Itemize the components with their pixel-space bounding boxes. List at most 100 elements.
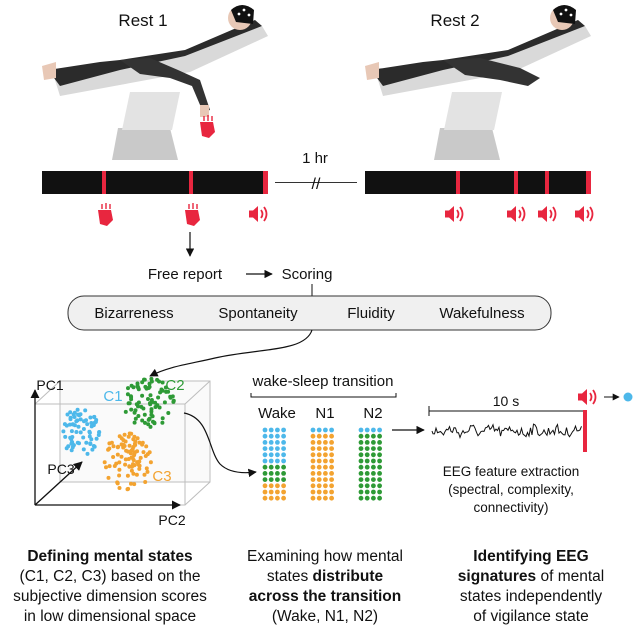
cluster-point — [142, 412, 147, 417]
distribution-dot — [316, 489, 322, 495]
distribution-dot — [323, 433, 328, 439]
cluster-point — [132, 420, 137, 425]
distribution-dot — [329, 446, 334, 451]
timeline-break-mark: // — [312, 176, 321, 193]
distribution-dot — [281, 433, 286, 439]
cluster-point — [135, 436, 140, 441]
cluster-point — [135, 383, 140, 388]
distribution-dot — [310, 433, 316, 439]
distribution-dot — [358, 489, 364, 495]
distribution-dot — [316, 458, 322, 464]
distribution-dot — [323, 495, 328, 501]
cluster-point — [153, 400, 158, 405]
cluster-point — [148, 424, 153, 429]
cluster-point — [77, 441, 81, 446]
cluster-point — [146, 422, 151, 427]
window-label: 10 s — [493, 393, 519, 409]
cluster-point — [137, 440, 142, 445]
cluster-point — [162, 400, 167, 405]
distribution-dot — [358, 495, 364, 501]
distribution-dot — [316, 477, 322, 482]
distribution-dot — [358, 446, 364, 451]
cluster-point — [148, 460, 153, 465]
distribution-dot — [358, 440, 364, 445]
eeg-feature-line2: (spectral, complexity, — [448, 482, 574, 497]
cluster-point — [125, 392, 130, 397]
cluster-point — [106, 475, 111, 480]
cluster-point — [81, 447, 86, 452]
cluster-point — [131, 471, 136, 476]
cluster-point — [159, 387, 164, 392]
distribution-dot — [268, 452, 274, 458]
distribution-dot — [281, 483, 286, 489]
distribution-dot — [310, 458, 316, 464]
distribution-dot — [281, 427, 286, 433]
cluster-point — [140, 393, 145, 398]
distribution-dot — [262, 458, 268, 464]
cluster-point — [166, 389, 171, 394]
cluster-point — [134, 472, 139, 477]
distribution-dot — [371, 489, 376, 495]
cluster-point — [89, 437, 94, 442]
cluster-point — [111, 444, 116, 449]
distribution-dot — [275, 495, 280, 501]
distribution-dot — [323, 458, 328, 464]
cluster-point — [76, 424, 81, 429]
cluster-point — [78, 430, 83, 435]
cluster-point — [149, 407, 154, 412]
cluster-point — [119, 454, 124, 459]
cluster-point — [149, 379, 154, 384]
cluster-point — [64, 446, 69, 451]
distribution-dot — [262, 464, 268, 470]
distribution-dot — [323, 464, 328, 470]
distribution-dot — [310, 427, 316, 433]
distribution-dot — [364, 427, 370, 433]
gap-label: 1 hr — [302, 150, 328, 167]
distribution-dot — [310, 440, 316, 445]
distribution-dot — [281, 464, 286, 470]
distribution-dot — [281, 452, 286, 458]
distribution-dot — [262, 471, 268, 476]
wake-distribution — [262, 427, 286, 501]
distribution-dot — [323, 446, 328, 451]
cluster-point — [148, 401, 152, 406]
cluster-point — [141, 450, 146, 455]
cluster-point — [121, 438, 126, 443]
distribution-dot — [275, 464, 280, 470]
distribution-dot — [262, 446, 268, 451]
distribution-dot — [323, 427, 328, 433]
distribution-dot — [329, 483, 334, 489]
distribution-dot — [329, 495, 334, 501]
cluster-point — [122, 432, 127, 437]
button-press-icon — [97, 202, 114, 227]
cluster-point — [151, 419, 155, 424]
cluster-point — [115, 452, 120, 457]
distribution-dot — [262, 452, 268, 458]
cluster-point — [90, 447, 95, 452]
cluster-point — [81, 427, 86, 431]
distribution-dot — [377, 483, 382, 489]
cluster-point — [143, 480, 148, 484]
cluster-point — [136, 404, 140, 409]
cluster-point — [127, 401, 132, 406]
cluster-point — [122, 444, 127, 448]
cluster-point — [149, 412, 154, 417]
distribution-dot — [281, 477, 286, 482]
scoring-label: Scoring — [282, 266, 333, 283]
distribution-dot — [364, 458, 370, 464]
cluster-point — [131, 385, 136, 390]
distribution-dot — [364, 440, 370, 445]
distribution-dot — [268, 495, 274, 501]
caption-left: Defining mental states (C1, C2, C3) base… — [13, 548, 207, 625]
cluster-point — [117, 460, 122, 465]
cluster-point — [132, 441, 137, 446]
distribution-dot — [377, 433, 382, 439]
distribution-dot — [316, 483, 322, 489]
cluster-c3-points — [102, 431, 153, 492]
distribution-dot — [262, 477, 268, 482]
distribution-dot — [364, 477, 370, 482]
distribution-dot — [323, 471, 328, 476]
cluster-point — [115, 445, 120, 450]
distribution-dot — [323, 477, 328, 482]
distribution-dot — [323, 452, 328, 458]
